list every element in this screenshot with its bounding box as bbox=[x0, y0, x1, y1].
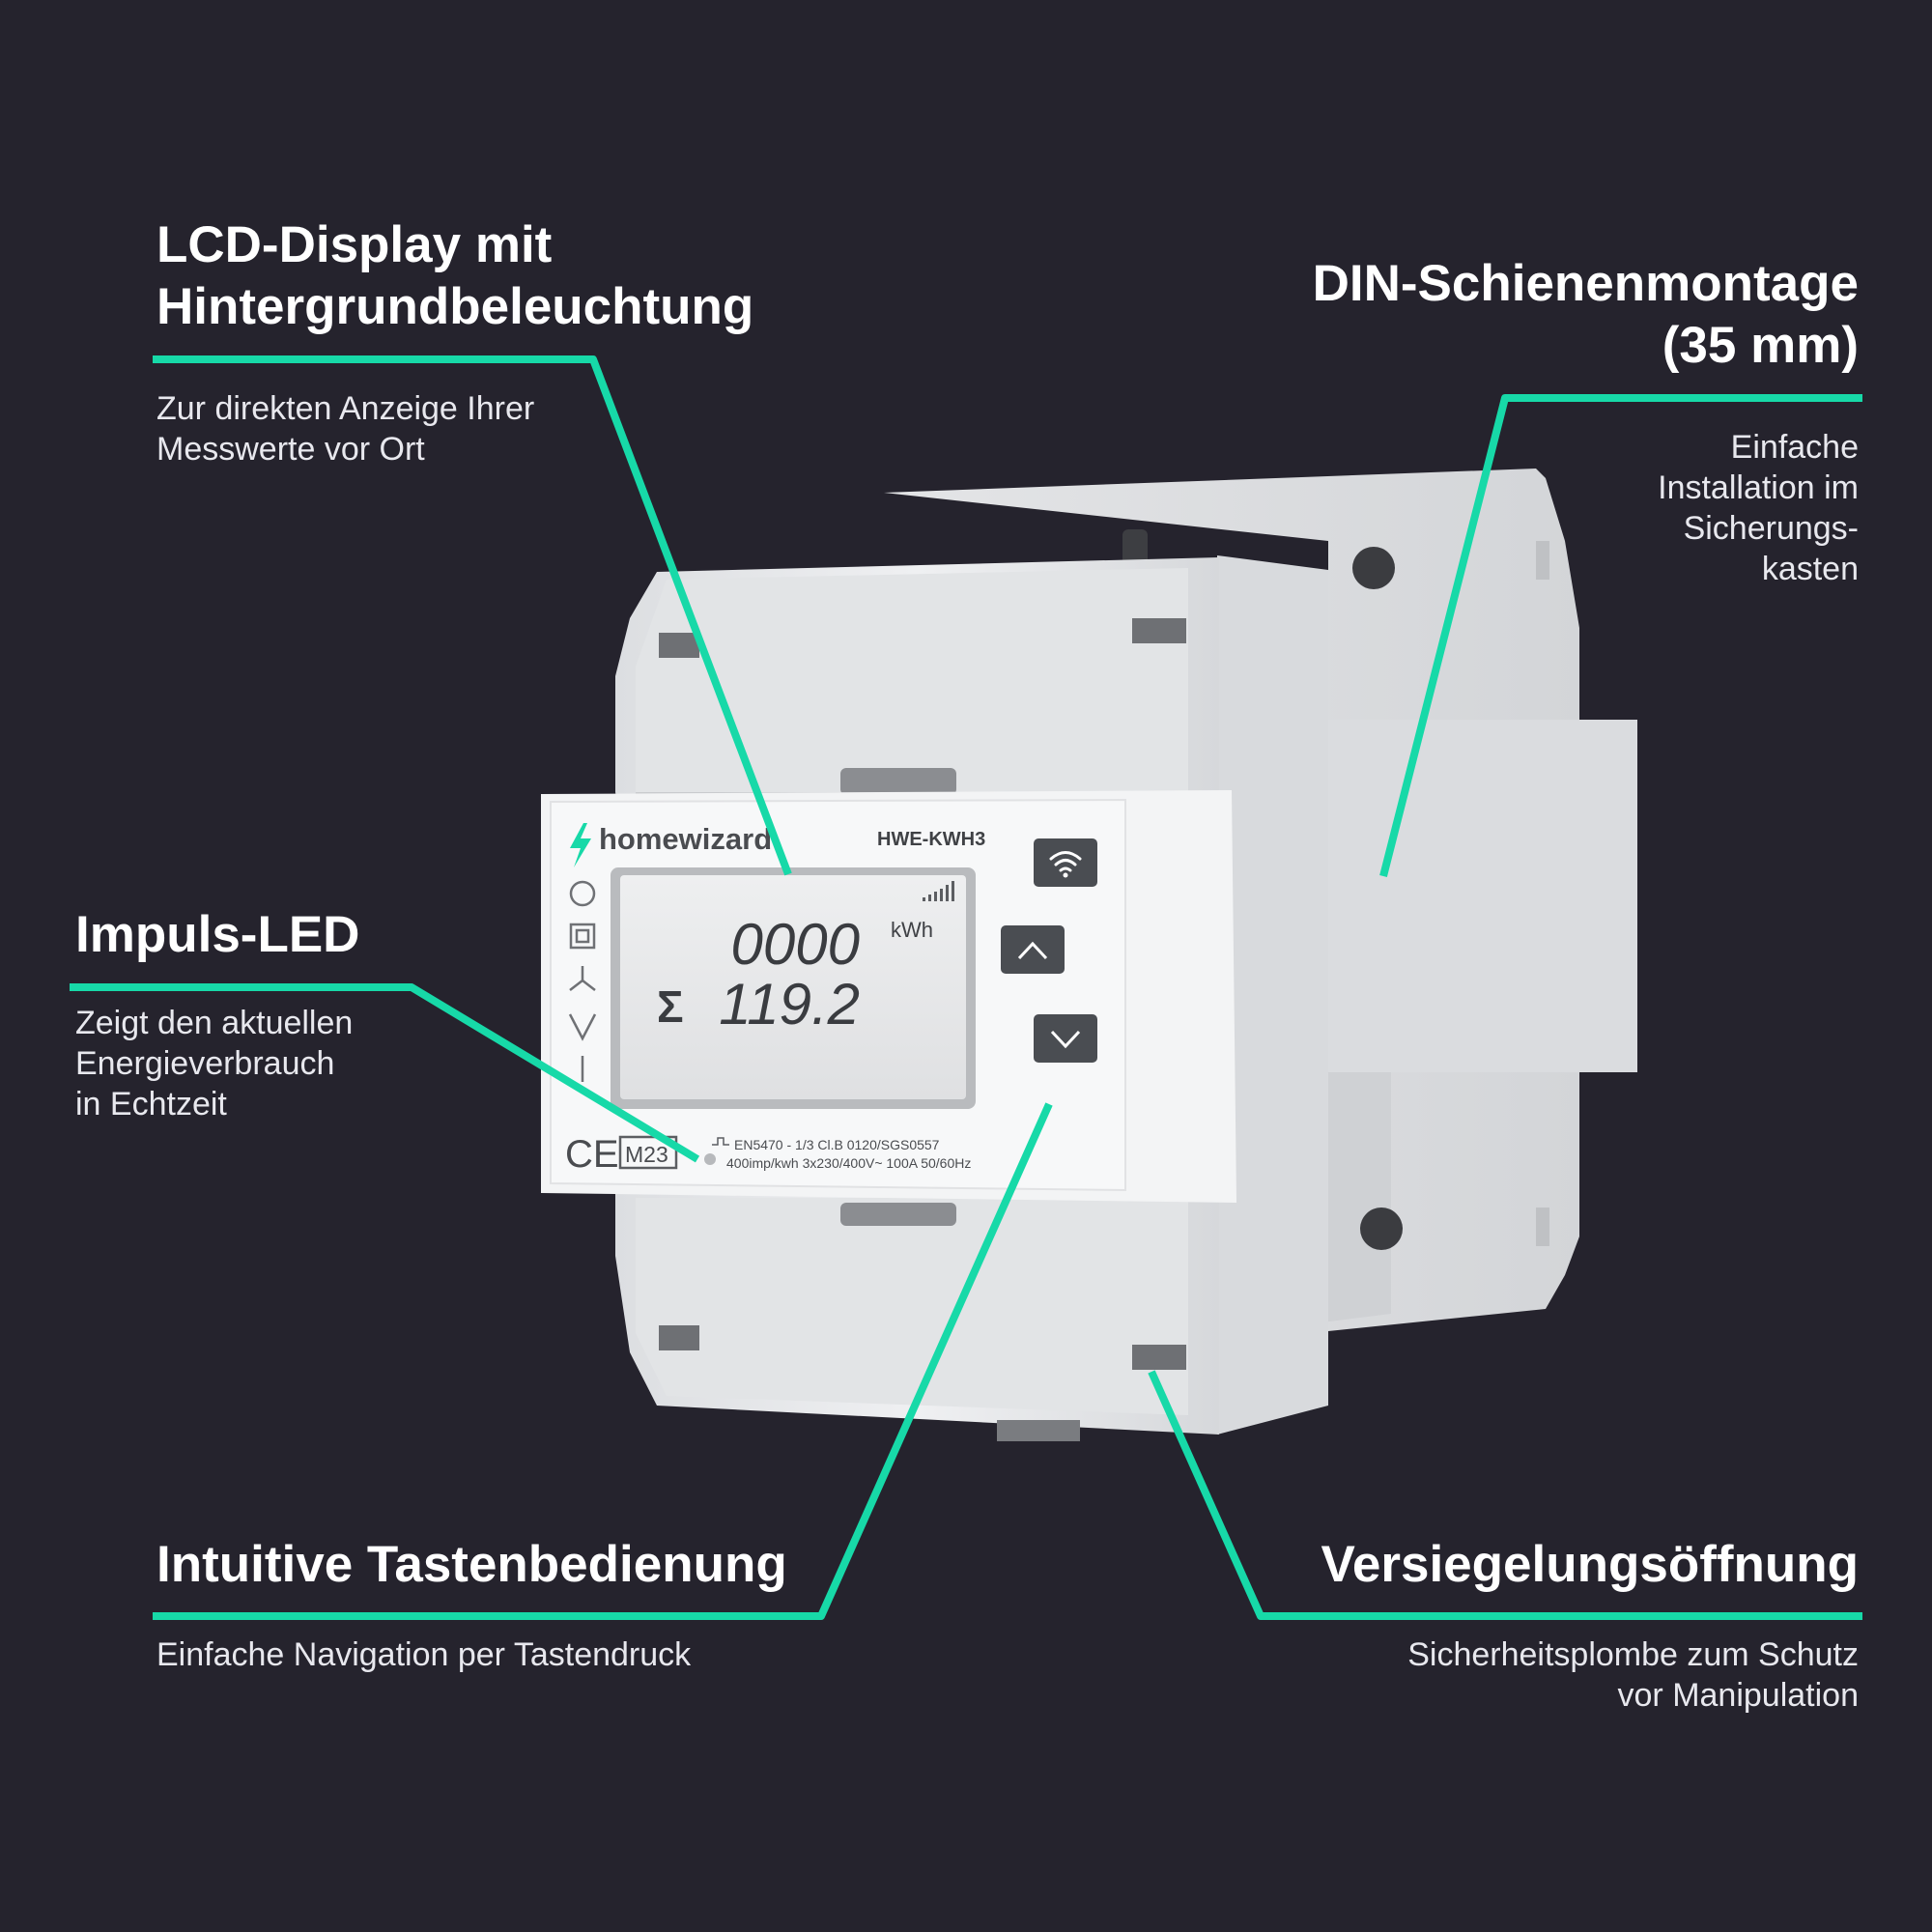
callout-line-led bbox=[70, 983, 700, 1163]
callout-line-seal bbox=[1148, 1370, 1862, 1620]
chevron-up-icon bbox=[1017, 941, 1048, 960]
spec-line-1: EN5470 - 1/3 Cl.B 0120/SGS0557 bbox=[734, 1137, 940, 1152]
b-circle-icon bbox=[569, 880, 596, 907]
lcd-screen bbox=[620, 875, 966, 1099]
lcd-sigma: Σ bbox=[657, 981, 684, 1032]
callout-line-din bbox=[1379, 394, 1862, 877]
callout-led-desc: Zeigt den aktuellen Energieverbrauch in … bbox=[75, 1005, 354, 1122]
sealing-slot-icon bbox=[1132, 618, 1186, 643]
callout-seal-title: Versiegelungsöffnung bbox=[1321, 1536, 1859, 1593]
square-icon bbox=[569, 923, 596, 950]
sealing-slot-icon bbox=[659, 1325, 699, 1350]
brand-logo: homewizard bbox=[599, 822, 772, 856]
callout-buttons-desc: Einfache Navigation per Tastendruck bbox=[156, 1636, 692, 1673]
front-panel bbox=[541, 790, 1236, 1203]
ce-mark: CE bbox=[565, 1133, 619, 1176]
spec-line-2: 400imp/kwh 3x230/400V~ 100A 50/60Hz bbox=[726, 1155, 971, 1171]
callout-din: DIN-Schienenmontage (35 mm) Einfache Ins… bbox=[1182, 253, 1859, 589]
callout-lcd: LCD-Display mit Hintergrundbeleuchtung Z… bbox=[156, 214, 833, 469]
callout-seal-desc: Sicherheitsplombe zum Schutz vor Manipul… bbox=[1407, 1636, 1859, 1714]
chevron-down-icon bbox=[1050, 1030, 1081, 1049]
wifi-icon bbox=[1049, 851, 1082, 872]
callout-led: Impuls-LED Zeigt den aktuellen Energieve… bbox=[75, 904, 558, 1124]
pulse-icon bbox=[712, 1137, 729, 1146]
callout-din-title: DIN-Schienenmontage (35 mm) bbox=[1312, 255, 1859, 374]
delta-icon bbox=[568, 1013, 597, 1041]
callout-line-buttons bbox=[153, 1102, 1053, 1620]
lightning-bolt-icon bbox=[570, 823, 591, 867]
callout-lcd-desc: Zur direkten Anzeige Ihrer Messwerte vor… bbox=[156, 390, 535, 468]
callout-led-title: Impuls-LED bbox=[75, 906, 360, 963]
down-button[interactable] bbox=[1034, 1014, 1097, 1063]
callout-line-lcd bbox=[153, 355, 792, 876]
callout-buttons: Intuitive Tastenbedienung Einfache Navig… bbox=[156, 1534, 1026, 1675]
body-side bbox=[1217, 555, 1328, 1435]
callout-din-desc: Einfache Installation im Sicherungs- kas… bbox=[1658, 429, 1859, 587]
lcd-line-2: 119.2 bbox=[719, 972, 860, 1037]
star-connection-icon bbox=[569, 966, 596, 991]
up-button[interactable] bbox=[1001, 925, 1065, 974]
m-mark: M23 bbox=[625, 1142, 668, 1167]
sealing-slot-icon bbox=[1132, 1345, 1186, 1370]
rear-housing bbox=[884, 469, 1637, 1331]
lcd-unit: kWh bbox=[891, 918, 933, 942]
sealing-slot-icon bbox=[659, 633, 699, 658]
impulse-led-icon bbox=[704, 1153, 716, 1165]
callout-buttons-title: Intuitive Tastenbedienung bbox=[156, 1536, 787, 1593]
model-label: HWE-KWH3 bbox=[877, 829, 985, 850]
mounting-hole-icon bbox=[1360, 1208, 1403, 1250]
lcd-line-1: 0000 bbox=[731, 912, 860, 977]
callout-lcd-title: LCD-Display mit Hintergrundbeleuchtung bbox=[156, 216, 754, 335]
callout-seal: Versiegelungsöffnung Sicherheitsplombe z… bbox=[1086, 1534, 1859, 1716]
wifi-button[interactable] bbox=[1034, 838, 1097, 887]
signal-strength-icon bbox=[923, 881, 954, 901]
mounting-hole-icon bbox=[1352, 547, 1395, 589]
